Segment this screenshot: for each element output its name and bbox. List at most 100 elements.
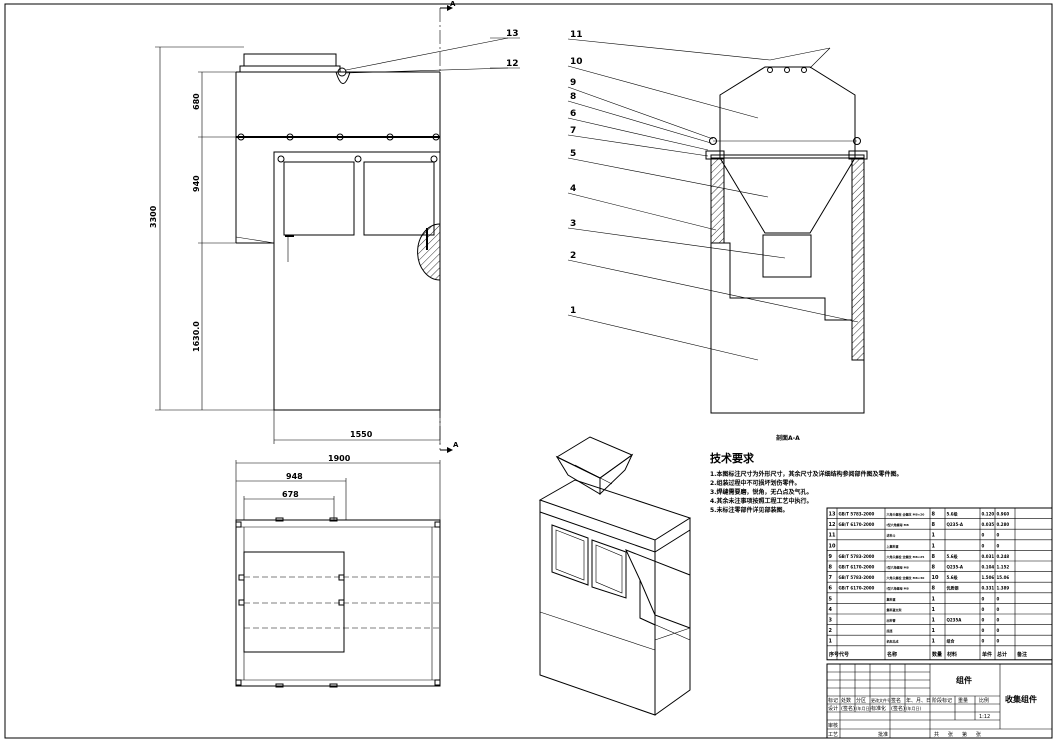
bom-cell: 7 xyxy=(829,575,833,581)
bom-cell: 5 xyxy=(829,596,833,602)
sheet-border xyxy=(4,3,1053,739)
tech-item: 3.焊缝需要磨，锐角，无凸点及气孔。 xyxy=(710,488,812,496)
bom-cell: 上集料罩 xyxy=(887,543,899,548)
bom-border xyxy=(826,507,1053,661)
bom-cell: 0 xyxy=(997,618,1000,623)
collector-hood xyxy=(719,66,856,159)
bom-cell: GB/T 5783-2000 xyxy=(839,512,875,517)
bom-cell: 5.6级 xyxy=(947,553,959,559)
bom-cell: 8 xyxy=(932,586,936,592)
tb-design-label: (年月日) xyxy=(856,705,872,711)
tb-row-label: 处数 xyxy=(841,697,851,704)
tb-design-label: 设计 xyxy=(828,705,838,712)
bom-cell: 六角头螺栓 全螺纹 M8×30 xyxy=(887,575,925,580)
bom-cell: 1 xyxy=(932,618,936,624)
bom-cell: 8 xyxy=(932,554,936,560)
bom-cell: 机架总成 xyxy=(887,639,899,644)
plan-view: 1900 948 678 xyxy=(235,454,441,688)
bom-cell: 出料管 xyxy=(887,618,896,623)
callout-10: 10 xyxy=(570,57,583,67)
bom-cell: GB/T 5783-2000 xyxy=(839,575,875,580)
bom-cell: 1 xyxy=(932,639,936,645)
outlet-box xyxy=(762,234,812,278)
tech-item: 1.本图标注尺寸为外形尺寸，其余尺寸及详细结构参阅部件图及零件图。 xyxy=(710,470,902,478)
bom-cell: 1.506 xyxy=(982,575,995,580)
bom-cell: 0.960 xyxy=(997,512,1010,517)
dim-h-bottom: 1630.0 xyxy=(192,321,201,352)
bom-cell: 0 xyxy=(997,533,1000,538)
callout-leaders xyxy=(567,38,859,361)
bom-cell: GB/T 6170-2000 xyxy=(839,565,875,570)
bom-cell: 0 xyxy=(982,639,985,644)
bom-cell: 0.331 xyxy=(982,586,995,591)
top-bolt xyxy=(337,67,347,77)
bom-cell: 集料罩 xyxy=(886,596,896,601)
tech-item: 4.其余未注事项按照工程工艺中执行。 xyxy=(710,497,812,505)
bom-cell: 9 xyxy=(829,554,833,560)
bom-cell: 5.6级 xyxy=(947,574,959,580)
bom-cell: Q235-A xyxy=(947,522,964,527)
dim-width-front: 1550 xyxy=(350,430,373,439)
bom-cell: 1 xyxy=(932,607,936,613)
bom-cell: 优质钢 xyxy=(947,585,959,591)
bom-cell: I型六角螺母 M8 xyxy=(887,522,909,527)
bom-cell: I型六角螺母 M8 xyxy=(887,586,909,591)
bom-cell: 8 xyxy=(932,512,936,518)
tb-stage-label: 比例 xyxy=(979,697,989,704)
bom-cell: 1.152 xyxy=(997,565,1010,570)
tb-assembly: 组件 xyxy=(956,675,972,685)
bom-cell: 11 xyxy=(829,533,836,539)
bom-header-cell: 数量 xyxy=(932,651,942,658)
bom-cell: 3 xyxy=(829,618,833,624)
section-title: 剖面A-A xyxy=(776,434,800,442)
bom-cell: 0 xyxy=(982,533,985,538)
bom-cell: 1 xyxy=(932,543,936,549)
tb-stage-label: 重量 xyxy=(958,697,968,704)
bom-cell: 1 xyxy=(829,639,833,645)
bom-cell: 1 xyxy=(932,533,936,539)
bom-cell: 0.248 xyxy=(997,554,1010,559)
callout-4: 4 xyxy=(570,184,576,194)
bom-cell: GB/T 6170-2000 xyxy=(839,586,875,591)
bom-cell: 0.120 xyxy=(982,512,995,517)
bom-header-cell: 材料 xyxy=(947,651,957,658)
bom-cell: 0 xyxy=(997,607,1000,612)
wall-left xyxy=(710,157,725,244)
window-right xyxy=(363,161,435,236)
dim-h-mid: 940 xyxy=(192,175,201,192)
bom-cell: I型六角螺母 M8 xyxy=(887,565,909,570)
title-block: 标记 处数 分区 更改文件号 签名 年、月、日 设计 (签名) (年月日) 标准… xyxy=(826,663,1053,739)
callout-11: 11 xyxy=(570,30,583,40)
tb-bottom-label: 张 xyxy=(948,731,953,738)
bom-cell: 1.389 xyxy=(997,586,1010,591)
window-left xyxy=(283,161,355,236)
bom-cell: 0 xyxy=(997,596,1000,601)
bom-cell: 4 xyxy=(829,607,833,613)
bom-cell: 0.035 xyxy=(982,522,995,527)
isometric-view xyxy=(538,436,692,716)
tb-bottom-label: 共 xyxy=(934,731,939,738)
tb-row-label: 标记 xyxy=(828,697,838,704)
callout-1: 1 xyxy=(570,306,576,316)
bom-table: 1 3 GB/T 5783-2000 六角头螺栓 全螺纹 M8×20 8 5.6级 0.12… xyxy=(826,507,1053,661)
tb-row-label: 年、月、日 xyxy=(906,697,931,704)
dim-height-total: 3300 xyxy=(149,205,158,228)
tb-bottom-label: 批准 xyxy=(878,731,888,738)
bom-cell: 10 xyxy=(932,575,939,581)
bom-header-cell: 代号 xyxy=(838,651,849,658)
tb-scale: 1:12 xyxy=(979,714,990,720)
bom-cell: 六角头螺栓 全螺纹 M8×20 xyxy=(887,512,925,517)
tech-item: 2.组装过程中不可损坏划伤零件。 xyxy=(710,479,800,487)
bom-cell: 进料斗 xyxy=(887,533,896,538)
bom-cell: 底座 xyxy=(886,628,893,633)
dim-h-top: 680 xyxy=(192,93,201,110)
bom-cell: 0 xyxy=(997,543,1000,548)
callout-6: 6 xyxy=(570,109,576,119)
bom-cell: Q235-A xyxy=(947,565,964,570)
tb-design-label: (年月日) xyxy=(906,705,922,711)
tb-row-label: 签名 xyxy=(891,697,901,704)
front-view: A A 3300 680 940 1630.0 1550 13 12 xyxy=(149,0,520,453)
callout-12: 12 xyxy=(506,59,519,69)
tech-requirements: 技术要求 1.本图标注尺寸为外形尺寸，其余尺寸及详细结构参阅部件图及零件图。 2… xyxy=(710,451,902,514)
bom-cell: 8 xyxy=(829,565,833,571)
